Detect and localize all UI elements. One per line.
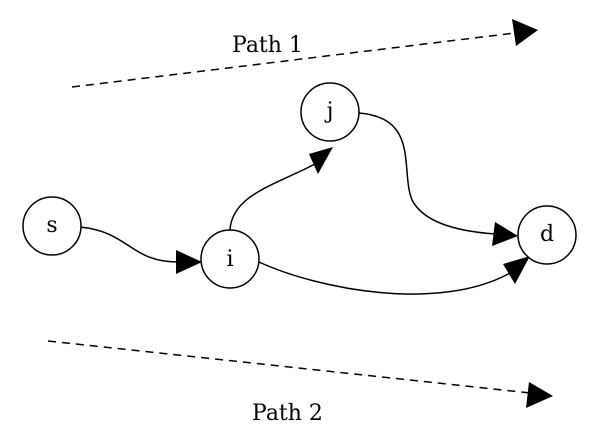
path-2-label: Path 2 (252, 401, 323, 426)
node-i: i (200, 229, 260, 289)
node-j: j (300, 82, 360, 142)
node-d: d (517, 205, 577, 265)
edge-s-to-i (79, 226, 202, 274)
path-2-arrowhead (526, 382, 553, 408)
node-s-label: s (46, 213, 57, 238)
node-j-label: j (324, 99, 334, 124)
node-s: s (22, 196, 82, 256)
edge-i-to-d (258, 256, 530, 295)
edge-s-to-i-arrowhead (176, 250, 202, 274)
node-d-label: d (540, 222, 554, 247)
edge-i-to-j-arrowhead (309, 147, 333, 174)
node-i-label: i (226, 247, 233, 272)
edge-j-to-d (358, 112, 518, 246)
edge-j-to-d-arrowhead (492, 222, 518, 246)
path-1-label: Path 1 (232, 33, 303, 58)
path-1-arrow (71, 19, 538, 88)
path-1-arrowhead (512, 19, 538, 46)
edge-i-to-d-arrowhead (503, 256, 530, 284)
edge-i-to-j (229, 147, 333, 231)
path-2-arrow (47, 340, 553, 408)
